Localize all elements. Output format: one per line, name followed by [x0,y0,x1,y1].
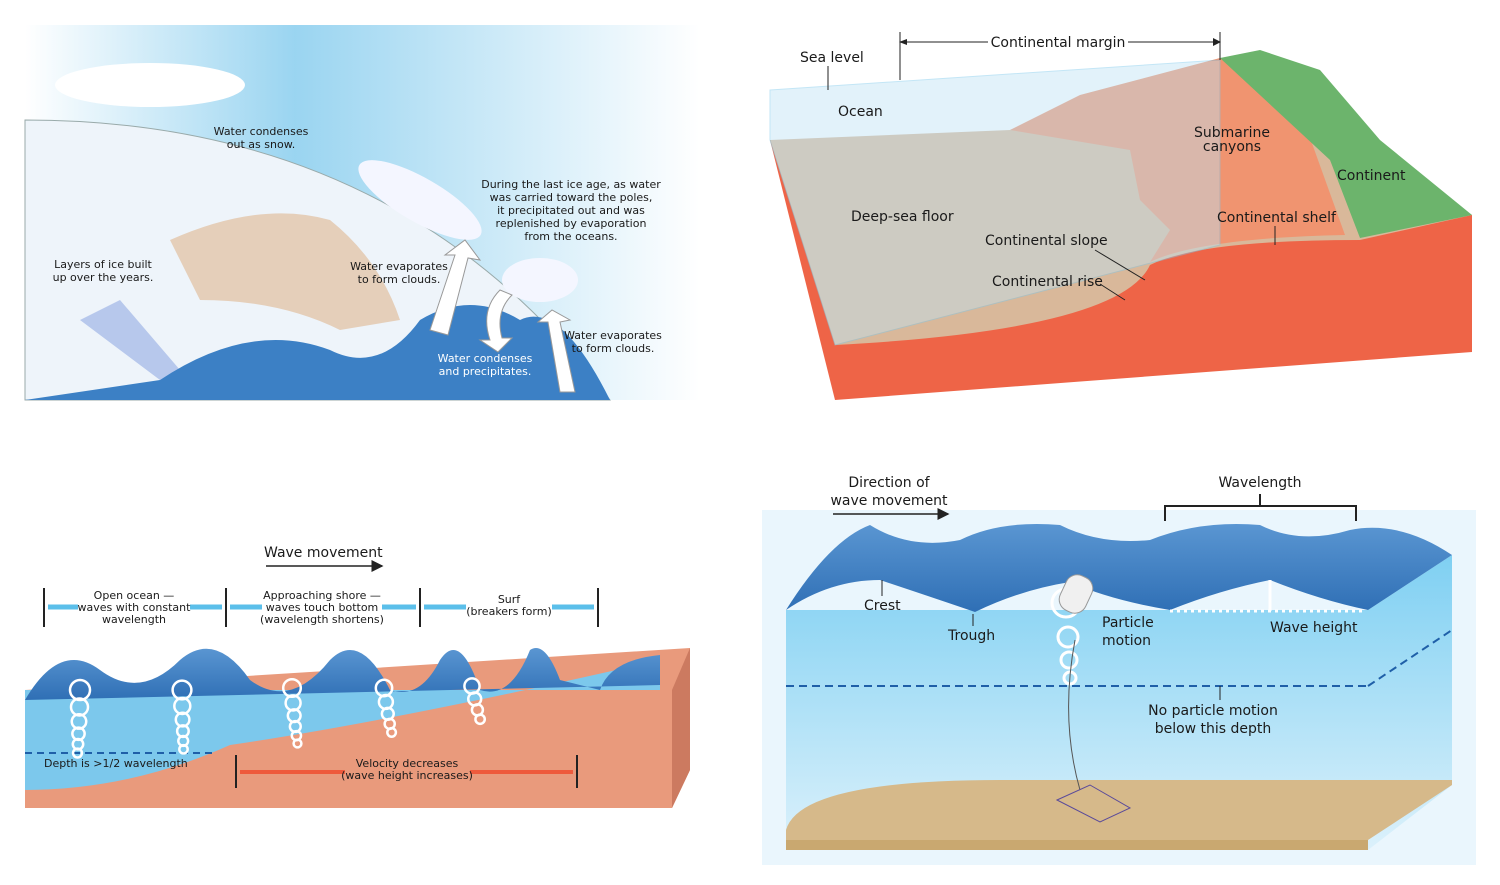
evaporate-arrow-icon [429,239,482,336]
particle-orbit-icons [68,677,487,759]
continental-margin-label: Continental margin [991,35,1126,51]
no-motion-label: below this depth [1155,721,1272,737]
continental-shelf-label: Continental shelf [1217,210,1337,226]
particle-orbit-icon [69,697,90,717]
direction-label: Direction of [848,475,930,491]
crest-label: Crest [864,598,901,614]
particle-motion-label: motion [1102,633,1151,649]
particle-orbit-icon [292,738,303,749]
open-ocean-label: wavelength [102,613,166,626]
open-ocean-label: Open ocean — [94,589,175,602]
description: During the last ice age, as water [481,178,661,191]
wavelength-bracket [1164,494,1357,521]
label-bg [988,33,1128,51]
water-volume [786,555,1452,850]
deep-sea-floor-label: Deep-sea floor [851,209,954,225]
sea-level-label: Sea level [800,50,864,66]
ice-layers-label: up over the years. [53,271,154,284]
velocity-label: (wave height increases) [341,769,473,782]
description: replenished by evaporation [496,217,647,230]
surf-label: Surf [498,593,521,606]
land-mass [170,213,400,330]
description: was carried toward the poles, [490,191,653,204]
approaching-shore-label: (wavelength shortens) [260,613,384,626]
particle-orbit-icon [71,747,84,759]
panel-continental-margin: Continental margin Sea level Ocean Subma… [769,32,1472,400]
velocity-label: Velocity decreases [356,757,459,770]
submarine-canyons-label: canyons [1203,139,1261,155]
ocean [25,305,610,400]
wave-movement-label: Wave movement [264,545,383,561]
precipitate-label: and precipitates. [439,365,532,378]
particle-orbit-icon [386,726,398,738]
sea-floor-front [786,840,1368,850]
evaporate-label: to form clouds. [572,342,655,355]
panel-ice-age: Water condenses out as snow. During the … [24,25,700,401]
continent [1220,50,1472,238]
leader-line [1099,283,1126,301]
wave-height-label: Wave height [1270,620,1358,636]
approaching-shore-label: waves touch bottom [266,601,379,614]
no-motion-label: No particle motion [1148,703,1278,719]
buoy-icon [1058,574,1094,614]
description: from the oceans. [524,230,617,243]
snow-label: out as snow. [227,138,295,151]
snow-label: Water condenses [214,125,309,138]
ocean-label: Ocean [838,104,883,120]
wave-surface [25,648,660,700]
evaporate-label: to form clouds. [358,273,441,286]
particle-orbit-icon [68,678,92,702]
panel-wave-anatomy: Direction of wave movement Wavelength Cr… [762,475,1476,865]
surf-label: (breakers form) [466,605,552,618]
direction-label: wave movement [830,493,948,509]
zone-ticks [43,588,599,627]
continental-slope-label: Continental slope [985,233,1108,249]
continental-rise-label: Continental rise [992,274,1103,290]
depth-label: Depth is >1/2 wavelength [44,757,188,770]
cloud-icon [358,160,482,240]
leader-line [1094,249,1146,281]
precipitate-label: Water condenses [438,352,533,365]
sea-floor [786,780,1452,840]
cloud-icon [502,258,578,302]
particle-orbit-icon [171,679,193,701]
particle-orbit-icon [178,743,189,755]
anchor-icon [1055,784,1132,823]
evaporate-arrow-icon [536,309,576,393]
submarine-canyons-label: Submarine [1194,125,1270,141]
no-motion-depth-line [1367,629,1453,687]
approaching-shore-label: Approaching shore — [263,589,381,602]
particle-motion-label: Particle [1102,615,1154,631]
cloud-icon [55,63,245,107]
precipitate-arrow-icon [478,289,514,353]
continent-label: Continent [1337,168,1406,184]
wavelength-label: Wavelength [1218,475,1301,491]
description: it precipitated out and was [497,204,645,217]
seabed-side [672,648,690,808]
open-ocean-label: waves with constant [78,601,192,614]
mooring-line [1068,639,1081,791]
trough-label: Trough [947,628,995,644]
evaporate-label: Water evaporates [350,260,448,273]
ice-layers-label: Layers of ice built [54,258,152,271]
wave-surface [786,524,1452,612]
ocean-volume [769,59,1221,346]
evaporate-label: Water evaporates [564,329,662,342]
continental-shelf-slope [1010,58,1345,262]
ice-layers [80,300,180,380]
particle-orbit-icon [474,713,487,726]
panel-shore-waves: Wave movement Open ocean — waves with co… [25,545,690,808]
